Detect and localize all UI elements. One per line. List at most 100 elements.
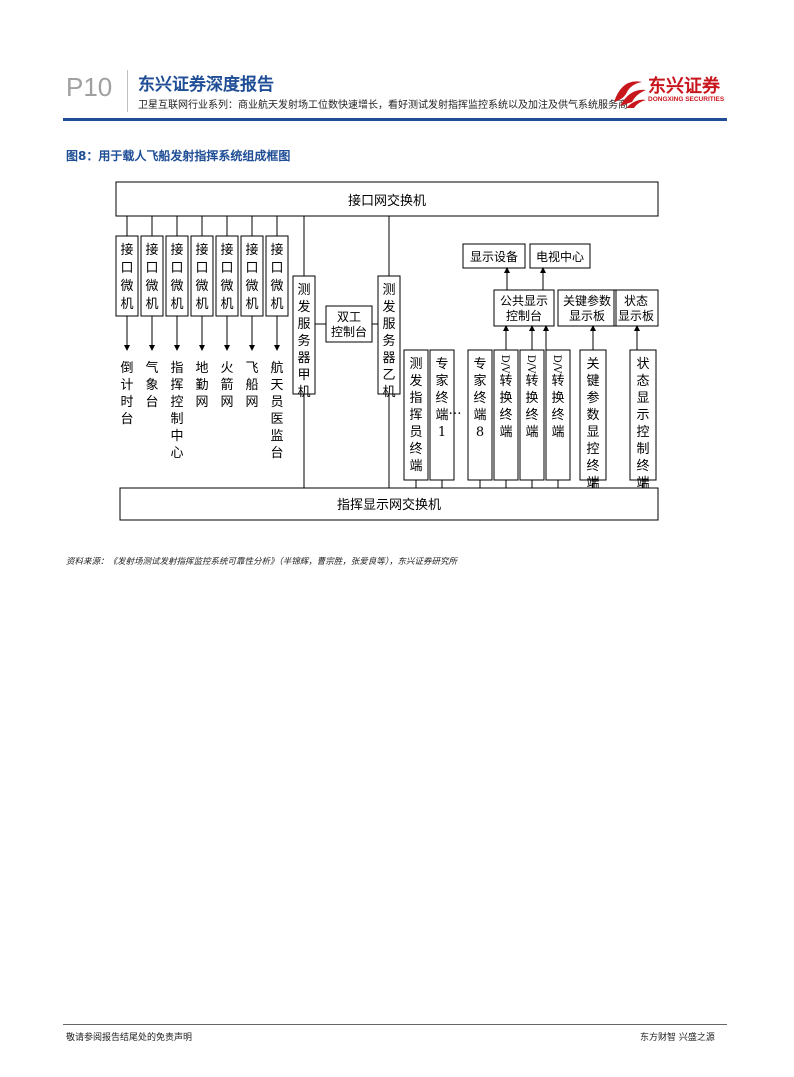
header-divider	[127, 70, 128, 112]
terminal-2-char: 端	[435, 408, 448, 423]
server-a-char: 甲	[297, 368, 310, 383]
output-6-char: 网	[245, 395, 258, 410]
terminal-8-char: 端	[586, 476, 599, 491]
disclaimer-note: 敬请参阅报告结尾处的免责声明	[66, 1033, 193, 1043]
interface-mcu-2-char: 口	[145, 261, 158, 276]
output-6-char: 船	[245, 378, 258, 393]
server-b-char: 服	[382, 317, 395, 332]
terminal-7-char: 终	[551, 407, 564, 423]
public-display-label-2: 控制台	[506, 308, 542, 323]
output-1-char: 台	[120, 412, 133, 427]
interface-mcu-7-char: 微	[270, 279, 283, 294]
output-7-char: 员	[270, 395, 283, 410]
interface-mcu-1-char: 微	[120, 279, 133, 294]
logo-cn-text: 东兴证券	[648, 76, 720, 97]
figure-caption: 图8：用于载人飞船发射指挥系统组成框图	[66, 149, 291, 163]
top-bus-label: 接口网交换机	[348, 193, 426, 209]
logo-en-text: DONGXING SECURITIES	[648, 96, 725, 103]
terminal-9-char: 端	[636, 476, 649, 491]
terminal-8-char: 关	[586, 357, 599, 372]
public-display-label-1: 公共显示	[500, 294, 548, 308]
interface-mcu-6-char: 微	[245, 279, 258, 294]
terminal-2-char: 专	[435, 357, 448, 372]
terminal-8-char: 参	[586, 390, 599, 406]
terminal-4-char: 终	[473, 390, 486, 406]
output-5-char: 火	[220, 361, 233, 376]
terminal-4-char: 端	[473, 408, 486, 423]
output-3-char: 控	[170, 395, 183, 410]
source-note: 资料来源：《发射场测试发射指挥监控系统可靠性分析》（半锦辉，曹宗胜，张爱良等），…	[66, 557, 458, 567]
dual-console-label-2: 控制台	[331, 324, 367, 339]
interface-mcu-4-char: 接	[195, 242, 208, 258]
output-4-char: 网	[195, 395, 208, 410]
interface-mcu-4-char: 口	[195, 261, 208, 276]
interface-mcu-4-char: 微	[195, 279, 208, 294]
terminal-1-char: 测	[409, 357, 422, 372]
server-b-char: 乙	[382, 368, 395, 383]
interface-mcu-1-char: 接	[120, 242, 133, 258]
interface-mcu-7-char: 机	[270, 297, 283, 312]
terminal-7-char: D/V	[551, 355, 562, 374]
terminal-7-char: 换	[551, 391, 564, 406]
terminal-2-char: 终	[435, 390, 448, 406]
output-3-char: 中	[170, 429, 183, 444]
footer-rule	[63, 1024, 727, 1025]
terminal-5-char: 终	[499, 407, 512, 423]
terminal-4-char: 专	[473, 357, 486, 372]
output-5-char: 箭	[220, 377, 233, 393]
terminal-9-char: 终	[636, 458, 649, 474]
interface-mcu-4-char: 机	[195, 297, 208, 312]
terminal-2-char: 1	[438, 425, 446, 440]
server-b-char: 发	[382, 299, 395, 315]
terminal-4-char: 8	[476, 425, 484, 440]
display-device-label: 显示设备	[470, 250, 518, 264]
key-param-label-2: 显示板	[569, 309, 605, 323]
tv-center-label: 电视中心	[536, 249, 584, 264]
terminal-1-char: 员	[409, 425, 422, 440]
bottom-bus-label: 指挥显示网交换机	[337, 497, 441, 513]
interface-mcu-3-char: 机	[170, 297, 183, 312]
output-7-char: 航	[270, 360, 283, 376]
terminal-8-char: 显	[586, 425, 599, 440]
terminal-5-char: D/V	[499, 355, 510, 374]
output-1-char: 倒	[120, 361, 133, 376]
terminal-6-char: 转	[525, 374, 538, 389]
interface-mcu-5-char: 机	[220, 297, 233, 312]
report-subtitle: 卫星互联网行业系列：商业航天发射场工位数快速增长，看好测试发射指挥监控系统以及加…	[138, 100, 628, 111]
server-a-char: 务	[297, 333, 310, 349]
terminal-6-char: 终	[525, 407, 538, 423]
interface-mcu-5-char: 接	[220, 242, 233, 258]
terminal-1-char: 挥	[409, 408, 422, 423]
server-a-char: 服	[297, 317, 310, 332]
terminal-9-char: 示	[636, 408, 649, 423]
output-2-char: 台	[145, 395, 158, 410]
terminal-5-char: 端	[499, 425, 512, 440]
terminal-5-char: 换	[499, 391, 512, 406]
launch-command-system-diagram: 接口微机接口微机接口微机接口微机接口微机接口微机接口微机倒计时台气象台指挥控制中…	[115, 181, 659, 521]
interface-mcu-3-char: 口	[170, 261, 183, 276]
terminal-8-char: 终	[586, 458, 599, 474]
output-1-char: 计	[120, 378, 133, 393]
output-3-char: 挥	[170, 378, 183, 393]
output-6-char: 飞	[245, 361, 258, 376]
terminal-8-char: 控	[586, 442, 599, 457]
terminal-1-char: 终	[409, 441, 422, 457]
interface-mcu-3-char: 接	[170, 242, 183, 258]
terminal-8-char: 键	[586, 374, 599, 389]
output-3-char: 指	[170, 361, 183, 376]
terminal-9-char: 制	[636, 442, 649, 457]
interface-mcu-2-char: 机	[145, 297, 158, 312]
interface-mcu-3-char: 微	[170, 279, 183, 294]
output-3-char: 心	[170, 446, 183, 461]
dongxing-logo-icon	[614, 81, 646, 108]
server-a-char: 发	[297, 299, 310, 315]
server-b-char: 机	[382, 385, 395, 400]
key-param-label-1: 关键参数	[563, 293, 611, 308]
output-2-char: 气	[145, 360, 158, 376]
terminal-6-char: 端	[525, 425, 538, 440]
server-a-char: 器	[297, 351, 310, 366]
terminal-7-char: 端	[551, 425, 564, 440]
interface-mcu-5-char: 微	[220, 279, 233, 294]
terminal-4-char: 家	[473, 373, 486, 389]
page-number: P10	[66, 72, 113, 102]
